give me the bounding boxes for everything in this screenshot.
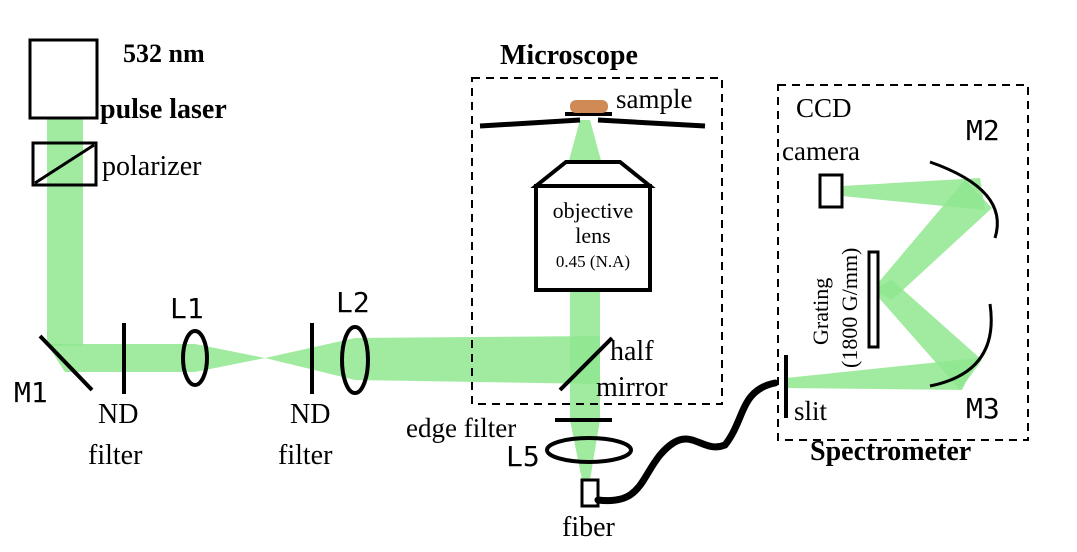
objective-label-line2: lens: [575, 223, 610, 248]
grating-icon: [867, 250, 880, 349]
m1-mirror-icon: [38, 334, 94, 392]
m3-mirror-icon: [929, 303, 993, 388]
fiber-coupler-icon: [580, 478, 600, 508]
ccd-label-line1: CCD: [796, 93, 852, 123]
half-mirror-icon: [558, 336, 614, 392]
beam-laser-to-m1: [47, 118, 83, 346]
beam-l5-to-fiber: [570, 420, 600, 480]
slit-label: slit: [794, 396, 828, 426]
beam-objective-to-half-mirror: [570, 288, 600, 384]
beam-half-mirror-to-l5: [570, 384, 600, 420]
laser-beam-paths: [47, 118, 992, 480]
sample-icon: [570, 100, 608, 113]
ccd-camera-icon: [818, 173, 844, 209]
l2-label: L2: [336, 286, 370, 319]
m2-mirror-icon: [929, 160, 999, 239]
l5-lens-icon: [545, 436, 633, 464]
objective-label-line1: objective: [553, 198, 634, 223]
sample-stage-right: [597, 117, 706, 129]
sample-label: sample: [616, 84, 692, 114]
polarizer-label: polarizer: [102, 151, 202, 182]
microscope-label: Microscope: [500, 40, 638, 71]
laser-box: [28, 38, 99, 120]
beam-m1-to-l1: [47, 344, 195, 372]
nd-filter-2-label-line1: ND: [290, 399, 330, 430]
polarizer-icon: [31, 141, 98, 187]
nd-filter-2-label-line2: filter: [278, 440, 333, 471]
nd-filter-1-label-line2: filter: [88, 440, 143, 471]
sample-stage-left: [479, 117, 581, 129]
beam-slit-to-m3: [786, 358, 978, 390]
m2-label: M2: [966, 114, 1000, 147]
ccd-label-line2: camera: [782, 136, 860, 166]
spectrometer-label: Spectrometer: [810, 436, 971, 467]
nd-filter-1-label-line1: ND: [98, 399, 138, 430]
half-mirror-label-line2: mirror: [596, 372, 668, 403]
m3-label: M3: [966, 392, 1000, 425]
objective-na-label: 0.45 (N.A): [556, 252, 630, 271]
grating-label-line1: Grating: [808, 278, 833, 345]
l2-lens-icon: [340, 325, 370, 395]
beam-l2-to-half-mirror: [355, 336, 600, 384]
laser-wavelength-label: 532 nm: [123, 39, 205, 68]
spectrometer-frame: [777, 84, 1029, 441]
fiber-cable-icon: [594, 379, 779, 505]
microscope-frame: [471, 77, 723, 405]
grating-label-line2: (1800 G/mm): [837, 248, 862, 368]
l5-label: L5: [506, 440, 540, 473]
m1-label: M1: [14, 376, 48, 409]
edge-filter-label: edge filter: [406, 413, 516, 443]
objective-lens-icon: [530, 160, 656, 292]
l1-lens-icon: [181, 329, 209, 387]
fiber-label: fiber: [562, 512, 616, 543]
beam-m2-to-grating: [872, 180, 992, 300]
l1-label: L1: [170, 292, 204, 325]
half-mirror-label-line1: half: [610, 336, 654, 367]
beam-l1-focus: [195, 344, 265, 372]
laser-type-label: pulse laser: [100, 94, 227, 125]
